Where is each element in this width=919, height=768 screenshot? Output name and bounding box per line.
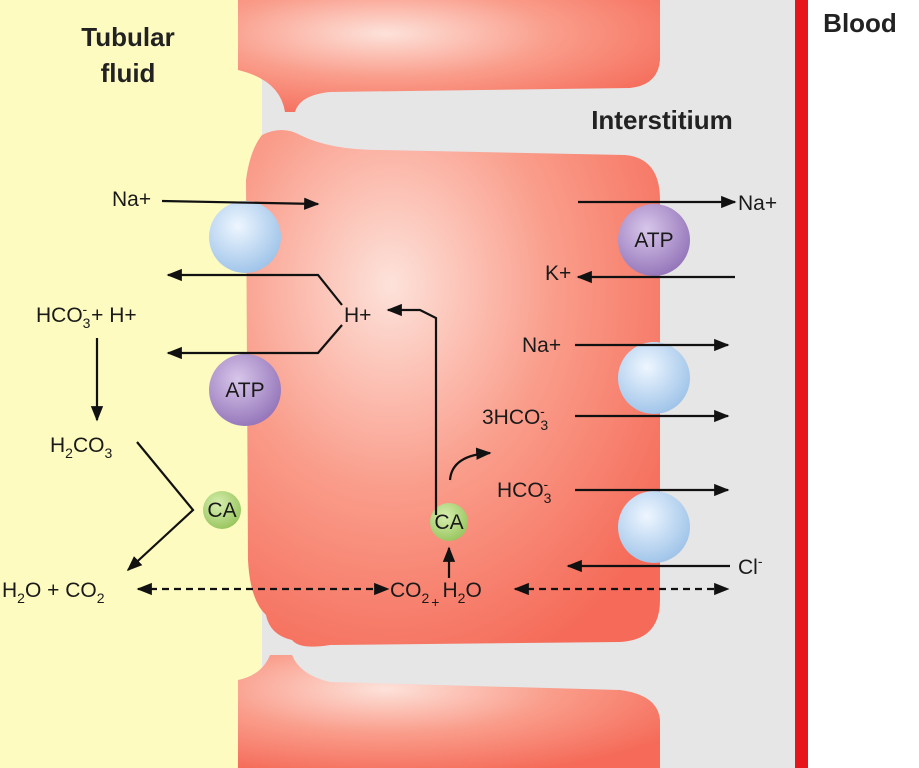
blood-title: Blood bbox=[823, 8, 897, 38]
interstitium-title: Interstitium bbox=[591, 105, 733, 135]
tubular-fluid-title-1: Tubular bbox=[81, 22, 174, 52]
carbonic-anhydrase-intracellular bbox=[430, 503, 468, 541]
cl-hco3-exchanger bbox=[618, 491, 690, 563]
3hco3-label: 3HCO3- bbox=[482, 403, 548, 433]
upper-cell bbox=[238, 0, 660, 112]
carbonic-anhydrase-luminal bbox=[203, 491, 241, 529]
na-h-exchanger bbox=[209, 201, 281, 273]
hco3-h-label: HCO3-+ H+ bbox=[36, 301, 137, 331]
tubular-fluid-title-2: fluid bbox=[101, 58, 156, 88]
h2o-co2-luminal-label: H2O + CO2 bbox=[2, 579, 105, 606]
h-plus-label: H+ bbox=[344, 304, 371, 327]
ca-label-left: CA bbox=[207, 499, 236, 522]
k-label: K+ bbox=[545, 262, 571, 285]
blood-vessel-wall bbox=[795, 0, 808, 768]
cl-label: Cl- bbox=[738, 553, 763, 579]
na-out2-label: Na+ bbox=[522, 334, 561, 357]
tubular-cell bbox=[246, 130, 660, 647]
lower-cell bbox=[238, 655, 660, 768]
na-k-atpase-pump bbox=[618, 204, 690, 276]
h-atpase-pump bbox=[209, 354, 281, 426]
na-out-label: Na+ bbox=[738, 192, 777, 215]
na-luminal-label: Na+ bbox=[112, 188, 151, 211]
ca-label-cell: CA bbox=[434, 511, 463, 534]
hco3-label: HCO3- bbox=[497, 476, 552, 506]
na-hco3-cotransporter bbox=[618, 342, 690, 414]
co2-h2o-cell-label: CO2+H2O bbox=[390, 579, 482, 610]
atp-label-left: ATP bbox=[225, 379, 264, 402]
h2co3-label: H2CO3 bbox=[50, 434, 112, 461]
atp-label-right: ATP bbox=[634, 229, 673, 252]
